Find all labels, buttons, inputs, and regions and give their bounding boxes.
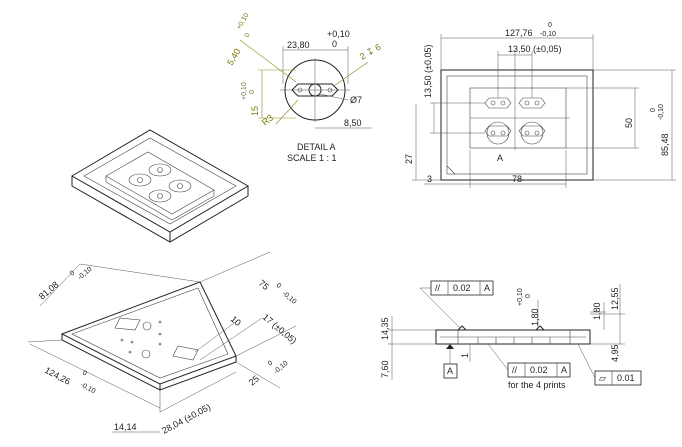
tol-85-upper: 0 xyxy=(650,108,657,112)
dim-10: 10 xyxy=(229,314,243,328)
dim-78: 78 xyxy=(512,174,522,184)
datum-a-box xyxy=(443,363,458,379)
dim-50: 50 xyxy=(624,118,634,128)
tol-180-lower: 0 xyxy=(525,294,532,298)
dim-75: 75 xyxy=(257,278,271,292)
fcf1-val: 0.02 xyxy=(453,283,471,293)
dim-depth: 2 ↧ 6 xyxy=(358,42,383,62)
dim-diam7: Ø7 xyxy=(350,95,362,105)
dim-8-50: 8,50 xyxy=(344,118,362,128)
iso-view-small xyxy=(71,129,249,243)
fcf1-sym: // xyxy=(435,283,441,293)
dim-14: 14,14 xyxy=(114,422,137,432)
fcf2-ref: A xyxy=(561,365,567,375)
side-view: // 0.02 A 1,80 +0,10 0 1,80 12,55 4,95 1… xyxy=(380,280,642,390)
tol-15-upper: +0,10 xyxy=(241,82,248,100)
tol-5-lower: 0 xyxy=(244,32,252,39)
tol-23-upper: +0,10 xyxy=(327,29,350,39)
dim-28: 28,04 (±0,05) xyxy=(160,402,212,436)
tol-23-lower: 0 xyxy=(332,39,337,49)
dim-127: 127,76 xyxy=(505,28,533,38)
fcf3-sym: ▱ xyxy=(599,373,606,383)
top-view: A 127,76 0 -0,10 13,50 (±0,05) 13,50 (±0… xyxy=(404,22,676,188)
dim-13-50-h: 13,50 (±0,05) xyxy=(508,44,561,54)
top-pockets xyxy=(484,97,546,145)
detail-a-view: 23,80 +0,10 0 8,50 Ø7 2 ↧ 6 R3 5,40 +0,1… xyxy=(225,12,382,163)
dim-5-40: 5,40 xyxy=(225,47,242,67)
iso-view-large: 81,08 0 -0,10 75 0 -0,10 10 17 (±0,05) 2… xyxy=(27,251,299,436)
tol-25-upper: 0 xyxy=(267,360,275,368)
iso-large-slot-2 xyxy=(172,345,199,361)
detail-title: DETAIL A xyxy=(297,142,336,152)
dim-25: 25 xyxy=(247,373,261,387)
tol-25-lower: -0,10 xyxy=(273,360,290,376)
tol-75-lower: -0,10 xyxy=(281,290,298,306)
dim-12-55: 12,55 xyxy=(610,287,620,310)
tol-124-upper: 0 xyxy=(81,370,88,378)
dim-3: 3 xyxy=(427,174,432,184)
tol-124-lower: -0,10 xyxy=(79,382,96,396)
dim-1: 1 xyxy=(460,353,470,358)
tol-15-lower: 0 xyxy=(249,90,256,94)
side-body xyxy=(435,329,591,345)
dim-23-80: 23,80 xyxy=(287,40,310,50)
tol-85-lower: -0,10 xyxy=(658,104,665,120)
datum-a: A xyxy=(447,366,453,376)
tol-127-upper: 0 xyxy=(548,22,552,29)
dim-124: 124,26 xyxy=(43,365,72,387)
fcf1-ref: A xyxy=(484,283,490,293)
fcf2-val: 0.02 xyxy=(530,365,548,375)
dim-180-b: 1,80 xyxy=(592,302,602,320)
iso-small-pockets xyxy=(128,163,192,203)
dim-85: 85,48 xyxy=(660,133,670,156)
dim-4-95: 4,95 xyxy=(610,344,620,362)
tol-180-upper: +0,10 xyxy=(517,288,524,306)
fcf2-note: for the 4 prints xyxy=(508,380,566,390)
iso-large-slot-1 xyxy=(114,317,141,331)
label-a-top: A xyxy=(497,153,503,163)
dim-7-60: 7,60 xyxy=(380,360,390,378)
dim-15: 15 xyxy=(250,106,260,116)
detail-scale: SCALE 1 : 1 xyxy=(287,153,337,163)
dim-13-50-v: 13,50 (±0,05) xyxy=(423,45,433,98)
dim-180-a: 1,80 xyxy=(530,308,540,326)
fcf3-val: 0.01 xyxy=(617,373,635,383)
tol-127-lower: -0,10 xyxy=(540,31,556,38)
tol-5-upper: +0,10 xyxy=(236,12,251,31)
dim-27: 27 xyxy=(404,154,414,164)
fcf2-sym: // xyxy=(512,365,518,375)
tol-81-lower: -0,10 xyxy=(77,266,94,282)
top-outer-rect xyxy=(440,69,594,181)
tol-81-upper: 0 xyxy=(69,270,77,278)
dim-14-35: 14,35 xyxy=(380,317,390,340)
tol-75-upper: 0 xyxy=(275,282,283,290)
dim-81: 81,08 xyxy=(37,279,61,301)
